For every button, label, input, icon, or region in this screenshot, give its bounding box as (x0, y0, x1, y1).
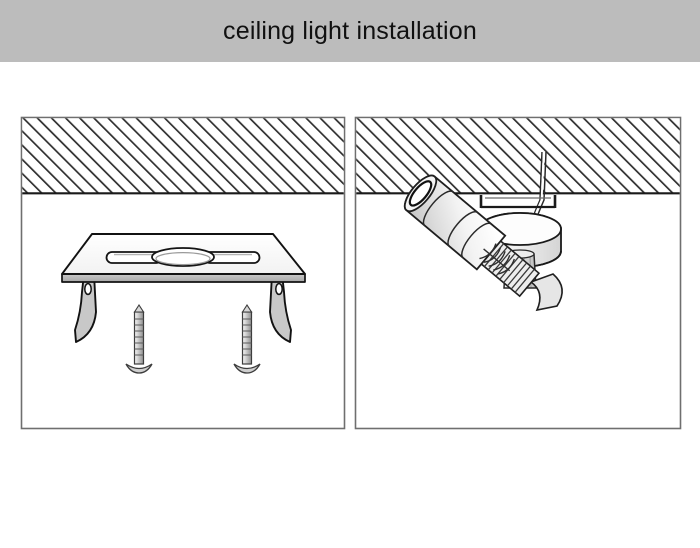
bracket-plate-edge (61, 273, 306, 283)
screw-head-right-icon (233, 363, 261, 374)
mounting-screw-left (125, 303, 153, 374)
spotlight-body (403, 174, 563, 312)
installed-bracket-profile (479, 195, 557, 209)
mounting-screw-right (233, 303, 261, 374)
panel-right-illustration (354, 116, 682, 430)
spring-detail (479, 243, 515, 275)
ceiling-hatch-icon (356, 118, 680, 195)
fixture-elbow (529, 273, 563, 312)
screw-head-left-icon (125, 363, 153, 374)
tab-hole-left-icon (84, 282, 92, 296)
mounting-bracket (61, 233, 306, 343)
header-bar: ceiling light installation (0, 0, 700, 62)
bracket-left-tab (74, 273, 97, 343)
bracket-right-tab (269, 273, 292, 343)
diagram-area (0, 62, 700, 548)
bracket-center-hole (151, 247, 215, 267)
panel-step-2-fixture-mounted (354, 116, 682, 430)
barrel-rings (422, 190, 492, 259)
panel-left-illustration (20, 116, 346, 430)
tab-hole-right-icon (275, 282, 283, 296)
lens-aperture (403, 174, 438, 213)
page-title: ceiling light installation (223, 17, 477, 45)
panel-step-1-bracket (20, 116, 346, 430)
ceiling-hatch-icon (22, 118, 344, 195)
